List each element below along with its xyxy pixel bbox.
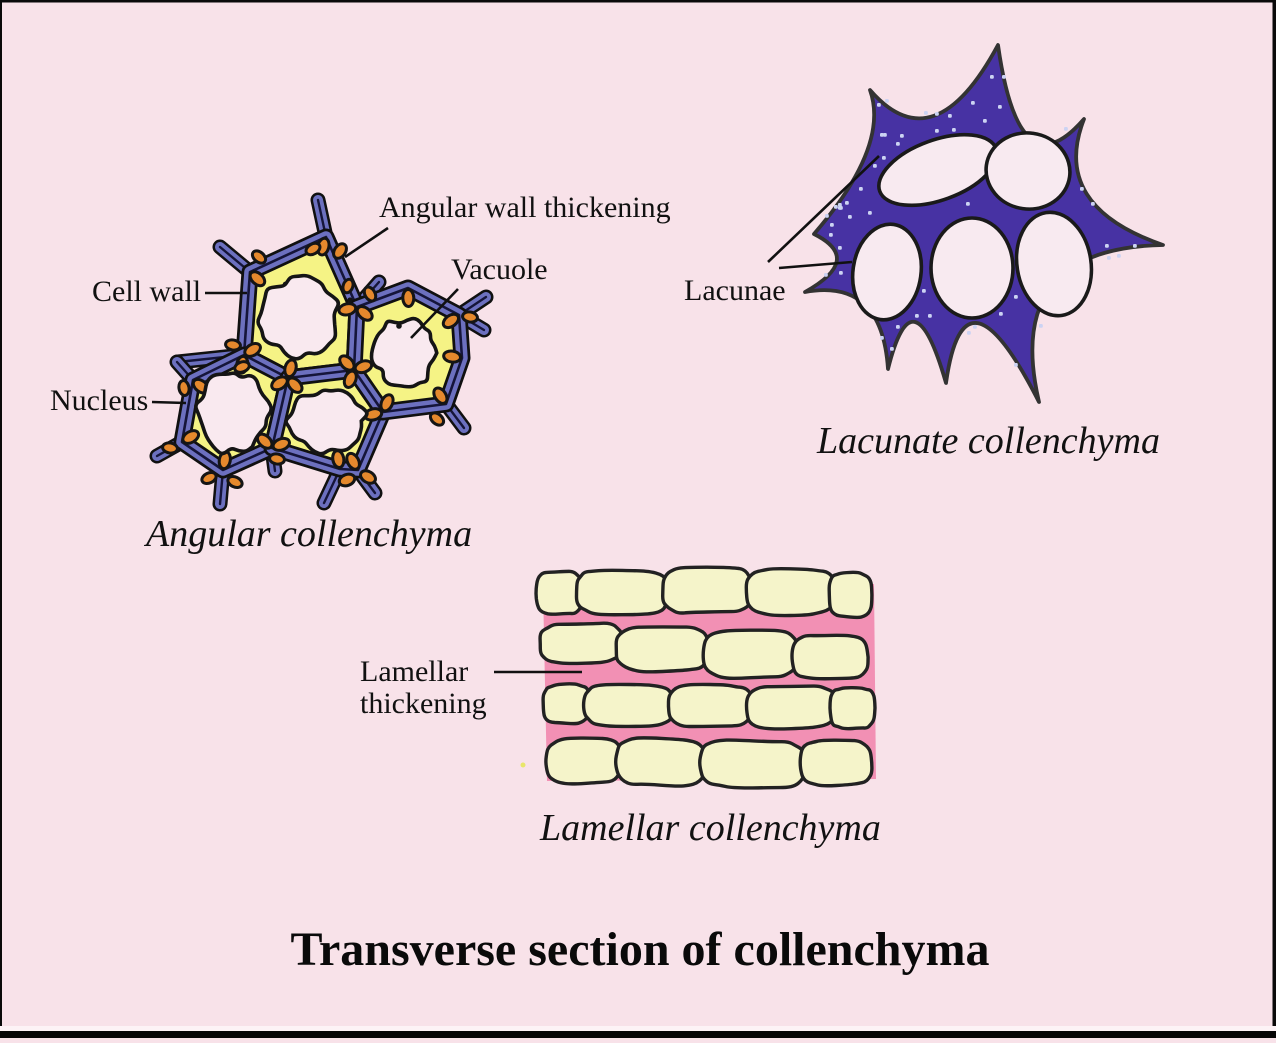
svg-text:Lamellar: Lamellar [360,655,468,688]
svg-text:Angular collenchyma: Angular collenchyma [143,513,472,555]
svg-text:Transverse section of collench: Transverse section of collenchyma [291,923,990,976]
svg-text:Vacuole: Vacuole [451,253,548,286]
svg-text:thickening: thickening [360,687,487,720]
svg-text:Lacunae: Lacunae [684,274,786,307]
svg-text:Lacunate collenchyma: Lacunate collenchyma [816,420,1160,462]
svg-text:Angular wall thickening: Angular wall thickening [379,191,671,224]
svg-text:Nucleus: Nucleus [50,384,148,417]
svg-text:Lamellar collenchyma: Lamellar collenchyma [539,807,881,849]
svg-text:Cell wall: Cell wall [92,275,201,308]
